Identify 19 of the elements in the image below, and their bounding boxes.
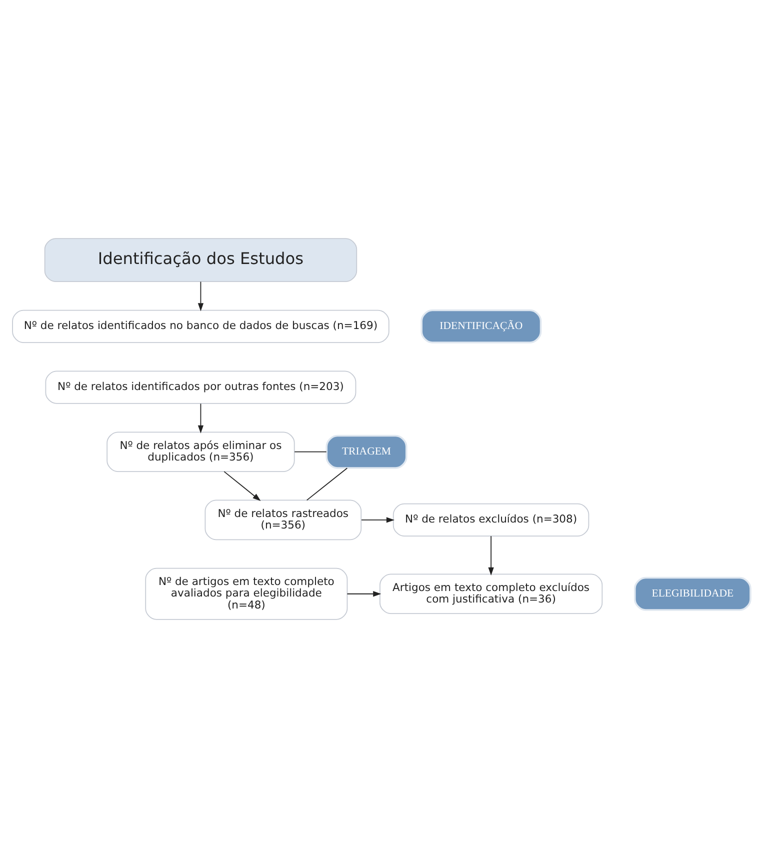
connector <box>294 450 327 452</box>
node-box: TRIAGEM <box>326 434 408 468</box>
arrow <box>224 470 261 501</box>
node-box: Identificação dos Estudos <box>44 238 358 282</box>
arrow <box>198 402 204 433</box>
arrow <box>361 516 394 522</box>
node-box: Nº de relatos identificados por outras fontes (n=203) <box>45 370 356 404</box>
node-box: Artigos em texto completo excluídos com justificativa (n=36) <box>379 573 603 614</box>
node-box: Nº de relatos excluídos (n=308) <box>392 502 590 536</box>
arrow <box>198 280 204 311</box>
arrow <box>346 590 382 596</box>
node-box: Nº de relatos identificados no banco de dados de buscas (n=169) <box>12 309 390 342</box>
node-box: Nº de relatos rastreados (n=356) <box>204 499 362 540</box>
arrow <box>488 535 494 575</box>
connector <box>306 467 348 500</box>
node-box: ELEGIBILIDADE <box>634 576 752 610</box>
node-box: IDENTIFICAÇÃO <box>420 308 542 343</box>
node-box: Nº de relatos após eliminar os duplicados (n=356) <box>106 431 295 472</box>
node-box: Nº de artigos em texto completo avaliados para elegibilidade (n=48) <box>145 567 348 620</box>
